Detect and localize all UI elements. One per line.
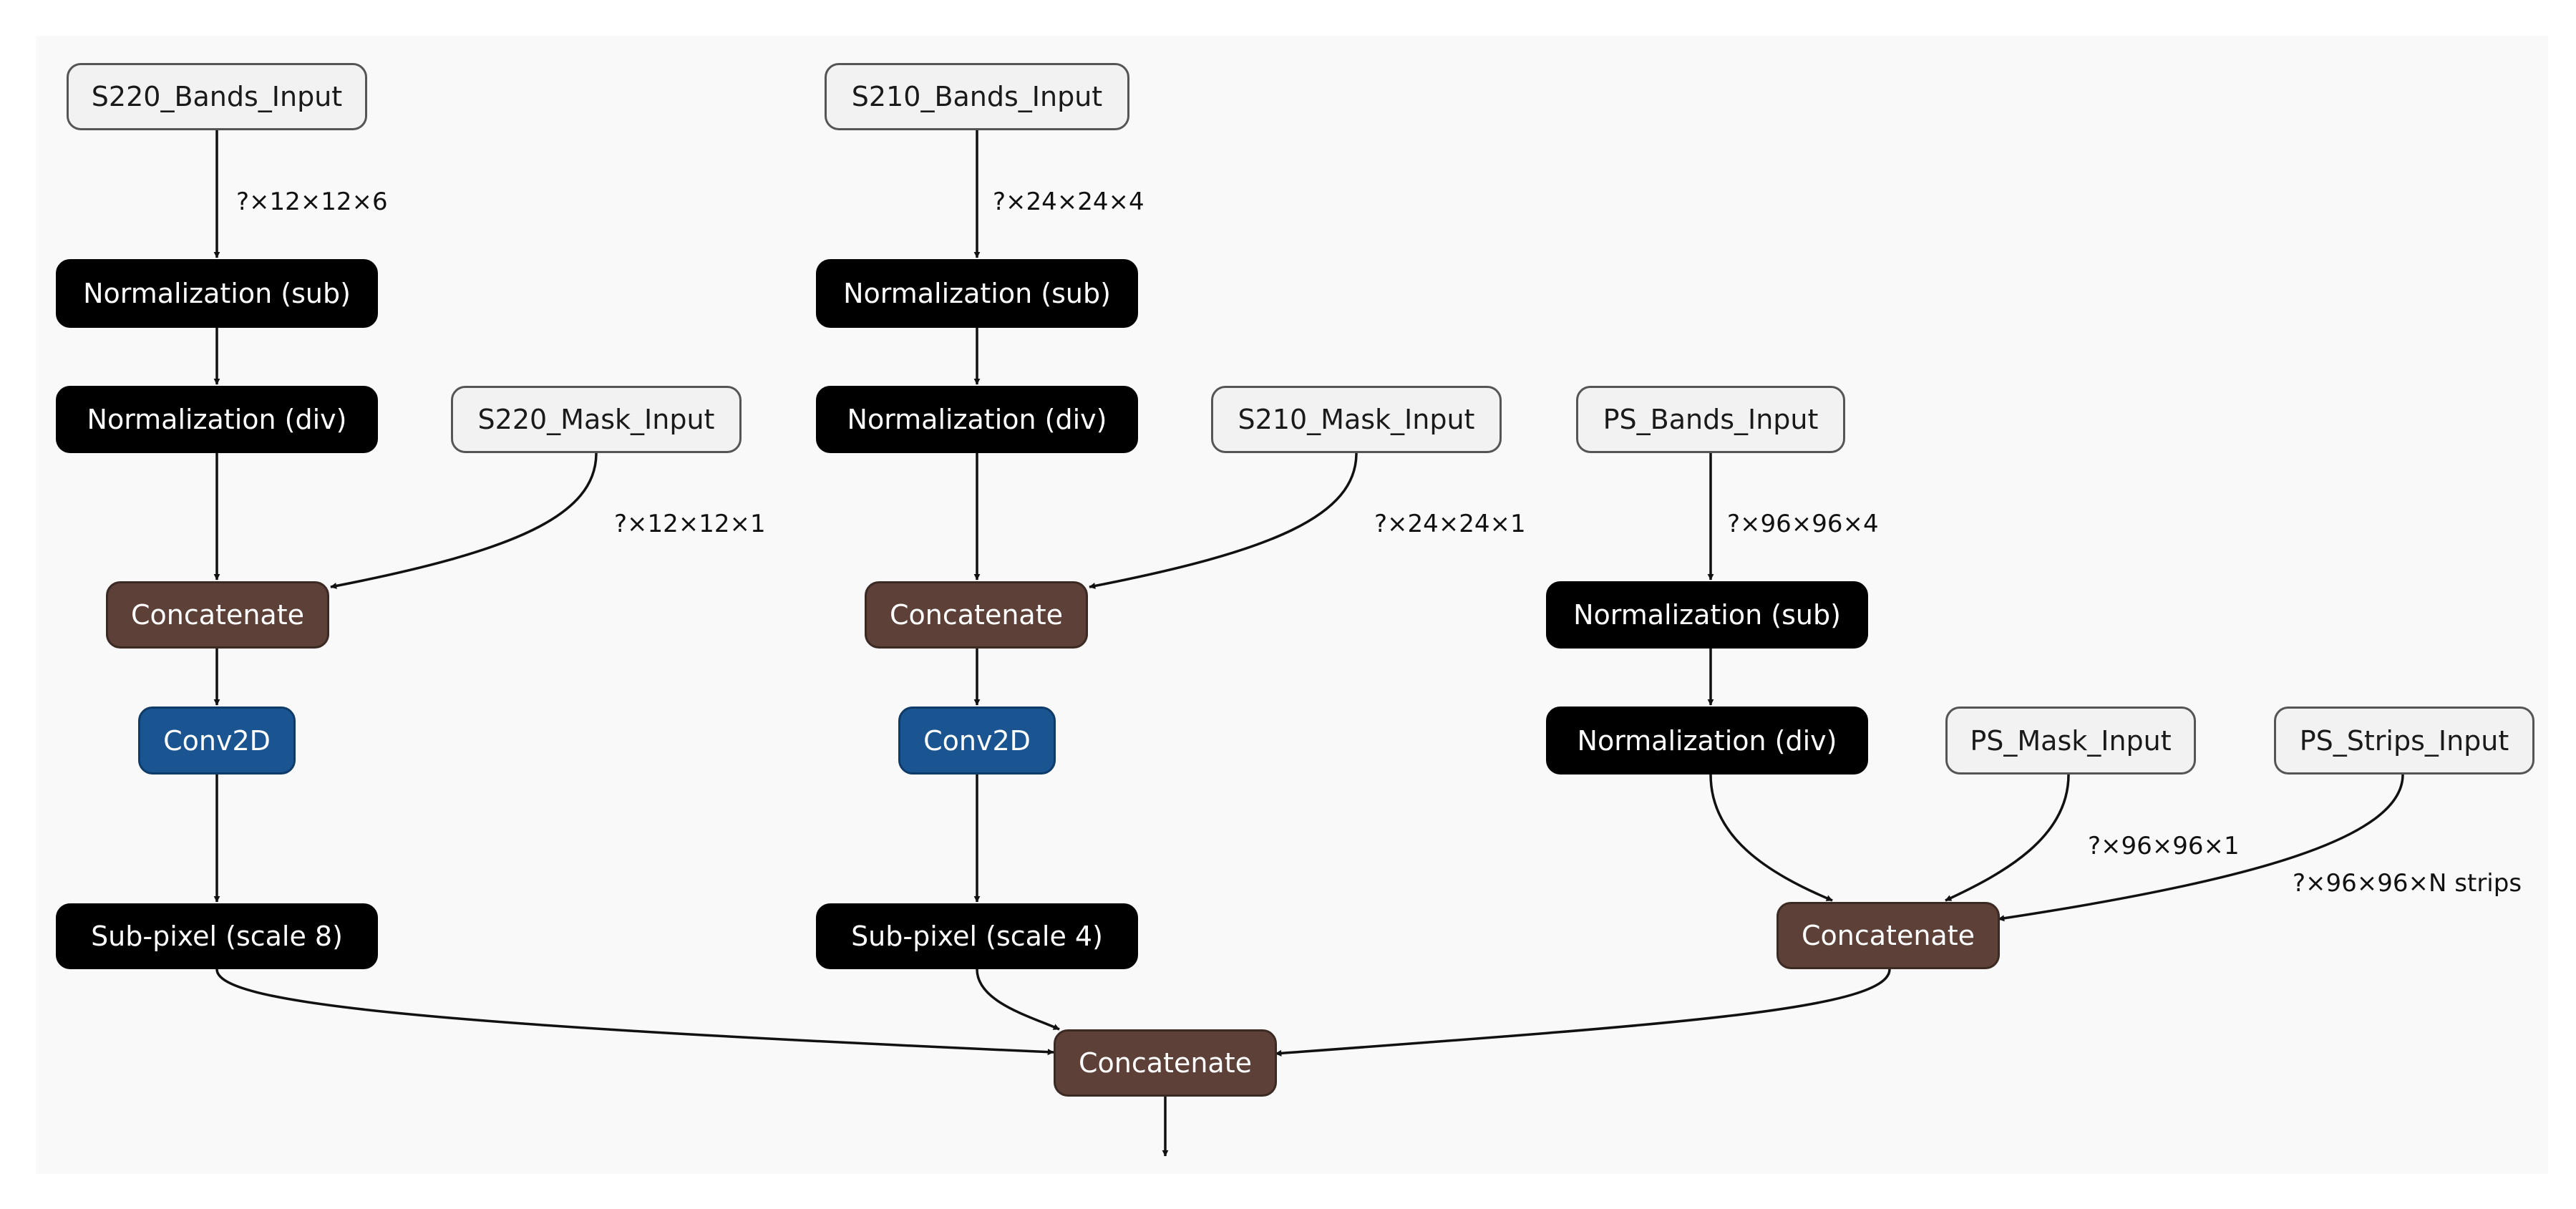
s210-concatenate-node[interactable]: Concatenate — [865, 581, 1088, 649]
shape-label-s220-bands: ?×12×12×6 — [236, 188, 388, 216]
ps-strips-input-node[interactable]: PS_Strips_Input — [2274, 707, 2534, 775]
s220-subpixel-node[interactable]: Sub-pixel (scale 8) — [56, 903, 378, 969]
edge-ps-strips-to-concat — [1998, 774, 2404, 922]
shape-label-ps-bands: ?×96×96×4 — [1727, 510, 1879, 538]
ps-normalization-sub-node[interactable]: Normalization (sub) — [1546, 581, 1868, 649]
edge-s220-mask-to-concat — [330, 452, 598, 589]
s220-concatenate-node[interactable]: Concatenate — [106, 581, 329, 649]
shape-label-s210-mask: ?×24×24×1 — [1374, 510, 1526, 538]
s220-conv2d-node[interactable]: Conv2D — [138, 707, 296, 775]
shape-label-s220-mask: ?×12×12×1 — [614, 510, 766, 538]
s220-normalization-div-node[interactable]: Normalization (div) — [56, 386, 378, 453]
edge-ps-mask-to-concat — [1945, 774, 2070, 902]
shape-label-s210-bands: ?×24×24×4 — [993, 188, 1144, 216]
s210-subpixel-node[interactable]: Sub-pixel (scale 4) — [816, 903, 1138, 969]
s210-conv2d-node[interactable]: Conv2D — [898, 707, 1056, 775]
shape-label-ps-strips: ?×96×96×N strips — [2293, 869, 2522, 898]
s220-bands-input-node[interactable]: S220_Bands_Input — [67, 63, 367, 130]
ps-mask-input-node[interactable]: PS_Mask_Input — [1945, 707, 2196, 775]
ps-concatenate-node[interactable]: Concatenate — [1777, 902, 2000, 969]
s220-normalization-sub-node[interactable]: Normalization (sub) — [56, 259, 378, 328]
edge-s220-subpixel-to-final — [215, 968, 1054, 1056]
edge-ps-norm-div-to-concat — [1709, 774, 1833, 902]
s220-mask-input-node[interactable]: S220_Mask_Input — [451, 386, 742, 453]
ps-bands-input-node[interactable]: PS_Bands_Input — [1576, 386, 1845, 453]
s210-mask-input-node[interactable]: S210_Mask_Input — [1211, 386, 1502, 453]
edge-s210-mask-to-concat — [1089, 452, 1358, 589]
edge-ps-concat-to-final — [1275, 968, 1891, 1057]
shape-label-ps-mask: ?×96×96×1 — [2088, 832, 2240, 860]
s210-bands-input-node[interactable]: S210_Bands_Input — [825, 63, 1129, 130]
edge-s210-subpixel-to-final — [976, 968, 1060, 1031]
ps-normalization-div-node[interactable]: Normalization (div) — [1546, 707, 1868, 775]
final-concatenate-node[interactable]: Concatenate — [1054, 1029, 1277, 1097]
s210-normalization-div-node[interactable]: Normalization (div) — [816, 386, 1138, 453]
s210-normalization-sub-node[interactable]: Normalization (sub) — [816, 259, 1138, 328]
diagram-background — [36, 36, 2548, 1174]
